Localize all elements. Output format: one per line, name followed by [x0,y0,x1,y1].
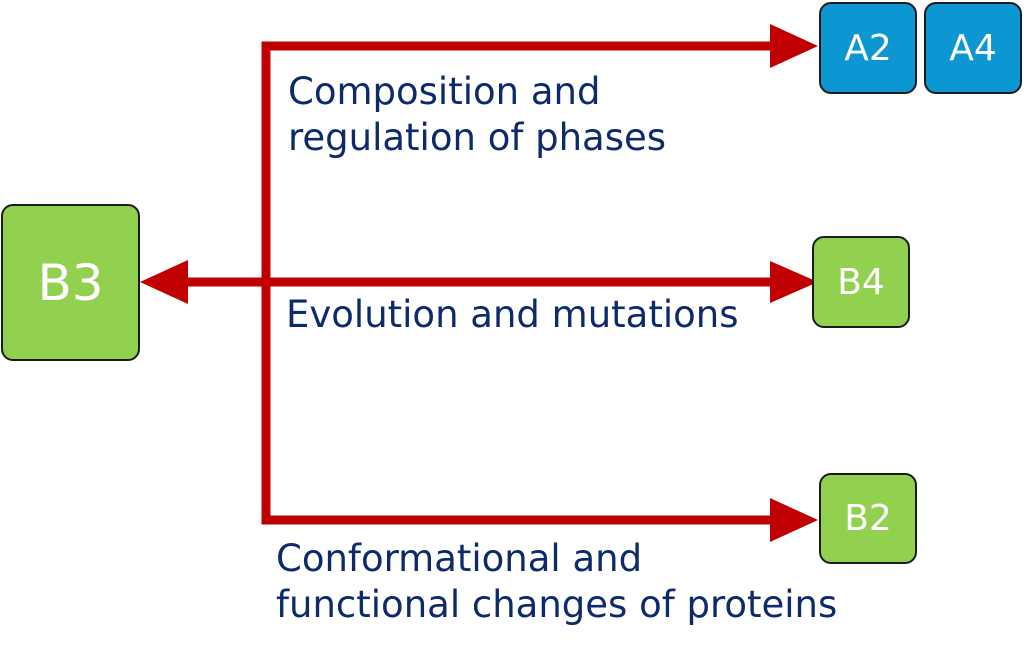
node-a4: A4 [924,2,1022,94]
node-b4-label: B4 [837,261,885,303]
node-a2-label: A2 [844,27,892,69]
node-b3-label: B3 [37,253,104,312]
node-b4: B4 [812,236,910,328]
edge-label-evolution: Evolution and mutations [286,293,739,336]
arrowhead-to-a2 [770,24,818,68]
node-b3: B3 [1,204,140,361]
node-a2: A2 [819,2,917,94]
node-a4-label: A4 [949,27,997,69]
node-b2: B2 [819,473,917,564]
arrowhead-to-b3 [140,260,188,304]
arrowhead-to-b4 [770,261,818,303]
edge-label-conformational: Conformational and functional changes of… [276,537,838,626]
edge-label-composition: Composition and regulation of phases [288,70,667,159]
node-b2-label: B2 [844,498,892,539]
arrowhead-to-b2 [770,498,818,542]
